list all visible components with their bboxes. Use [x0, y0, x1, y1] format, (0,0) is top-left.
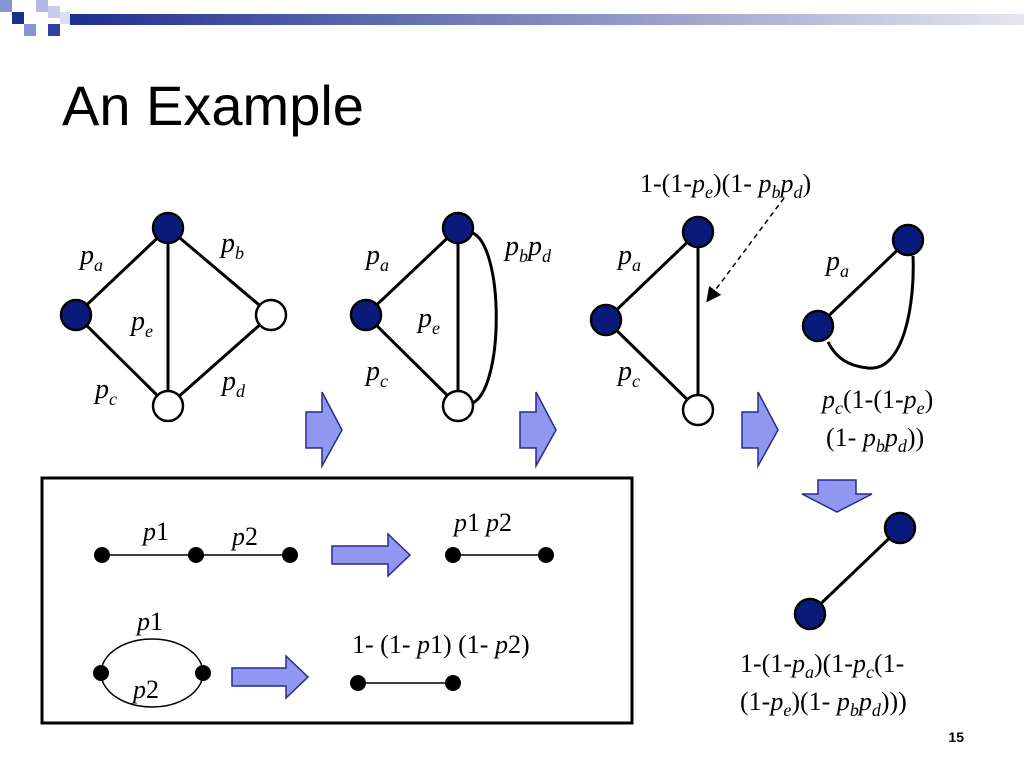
- header-square: [0, 0, 12, 12]
- rule-arrow: [331, 532, 412, 578]
- label-pd: pd: [220, 366, 246, 401]
- edge-pbpd-curve: [469, 230, 498, 406]
- node-left-filled: [801, 309, 835, 343]
- header-square: [36, 0, 48, 12]
- header-decoration: [0, 0, 1024, 36]
- label-pb: pb: [219, 228, 244, 263]
- parallel-node: [195, 665, 211, 681]
- node-left-filled: [589, 303, 623, 337]
- page-number: 15: [948, 729, 964, 745]
- parallel-result-label: 1- (1- p1) (1- p2): [352, 630, 530, 659]
- graph-1: [74, 226, 272, 408]
- edge-pa: [816, 238, 910, 328]
- series-node: [282, 547, 298, 563]
- node-bottom-empty: [151, 389, 185, 423]
- edge-pa: [74, 226, 170, 317]
- label-pe: pe: [416, 303, 440, 338]
- edge-pc: [604, 318, 700, 412]
- final-expression-line2: (1-pe)(1- pbpd))): [740, 687, 907, 720]
- label-pc: pc: [616, 356, 640, 391]
- graph4-expression-line1: pc(1-(1-pe): [820, 385, 933, 418]
- final-expression-line1: 1-(1-pa)(1-pc(1-: [740, 649, 904, 682]
- parallel-label-p1: p1: [135, 607, 163, 636]
- label-pc: pc: [364, 356, 388, 391]
- node-top-filled: [151, 211, 185, 245]
- node-left-filled: [349, 298, 383, 332]
- series-node: [188, 547, 204, 563]
- series-result-node: [445, 547, 461, 563]
- node-right-empty: [254, 298, 288, 332]
- label-pa: pa: [824, 246, 849, 281]
- edge-combined-curve: [826, 255, 915, 370]
- callout-arrow: [706, 197, 785, 303]
- header-square: [24, 24, 36, 36]
- label-pa: pa: [616, 240, 641, 275]
- node-top-filled: [891, 223, 925, 257]
- parallel-result-node: [445, 675, 461, 691]
- final-graph: [793, 511, 917, 631]
- series-result-node: [538, 547, 554, 563]
- step-arrow-down: [801, 479, 873, 513]
- node-bottom-empty: [681, 393, 715, 427]
- edge-pd: [167, 313, 272, 408]
- node-bottom-empty: [441, 389, 475, 423]
- label-pe: pe: [129, 306, 153, 341]
- rule-arrow: [231, 654, 310, 700]
- parallel-rule: p1 p2 1- (1- p1) (1- p2): [93, 607, 530, 708]
- slide-title: An Example: [62, 74, 364, 137]
- step-arrow-right: [741, 391, 779, 469]
- parallel-label-p2: p2: [131, 675, 159, 704]
- series-label-p1: p1: [141, 517, 169, 546]
- label-pa: pa: [364, 240, 389, 275]
- step-arrow-right: [305, 391, 343, 469]
- series-label-p2: p2: [230, 522, 258, 551]
- parallel-node: [93, 665, 109, 681]
- header-square: [60, 12, 70, 24]
- node-top-filled: [441, 211, 475, 245]
- callout-expression: 1-(1-pe)(1- pbpd): [640, 169, 811, 202]
- edge-pa: [364, 226, 460, 317]
- label-pc: pc: [93, 374, 117, 409]
- edge-pa: [604, 230, 700, 322]
- rules-box: [40, 476, 634, 725]
- parallel-result-node: [350, 675, 366, 691]
- graph-2-nodes: [349, 211, 475, 423]
- step-arrows: [305, 391, 873, 513]
- graph-1-nodes: [59, 211, 288, 423]
- node-top-filled: [681, 215, 715, 249]
- edge-final: [808, 526, 902, 616]
- header-gradient-bar: [70, 14, 1024, 25]
- series-node: [94, 547, 110, 563]
- label-pa: pa: [78, 240, 103, 275]
- edge-pb: [167, 226, 272, 317]
- graph-4-nodes: [801, 223, 925, 343]
- graph-4: [816, 238, 915, 370]
- edge-pc: [74, 313, 170, 408]
- header-square: [48, 24, 60, 36]
- header-square: [24, 0, 36, 12]
- label-pbpd: pbpd: [503, 231, 552, 266]
- edge-pc: [364, 313, 460, 408]
- node-left-filled: [59, 298, 93, 332]
- node-top-filled: [883, 511, 917, 545]
- graph-2: [364, 226, 498, 408]
- graph4-expression-line2: (1- pbpd)): [826, 423, 924, 456]
- header-square: [12, 12, 24, 24]
- node-bottom-filled: [793, 597, 827, 631]
- graph-3-nodes: [589, 215, 715, 427]
- step-arrow-right: [519, 391, 557, 469]
- graph-3: [604, 230, 700, 412]
- header-square: [48, 6, 60, 18]
